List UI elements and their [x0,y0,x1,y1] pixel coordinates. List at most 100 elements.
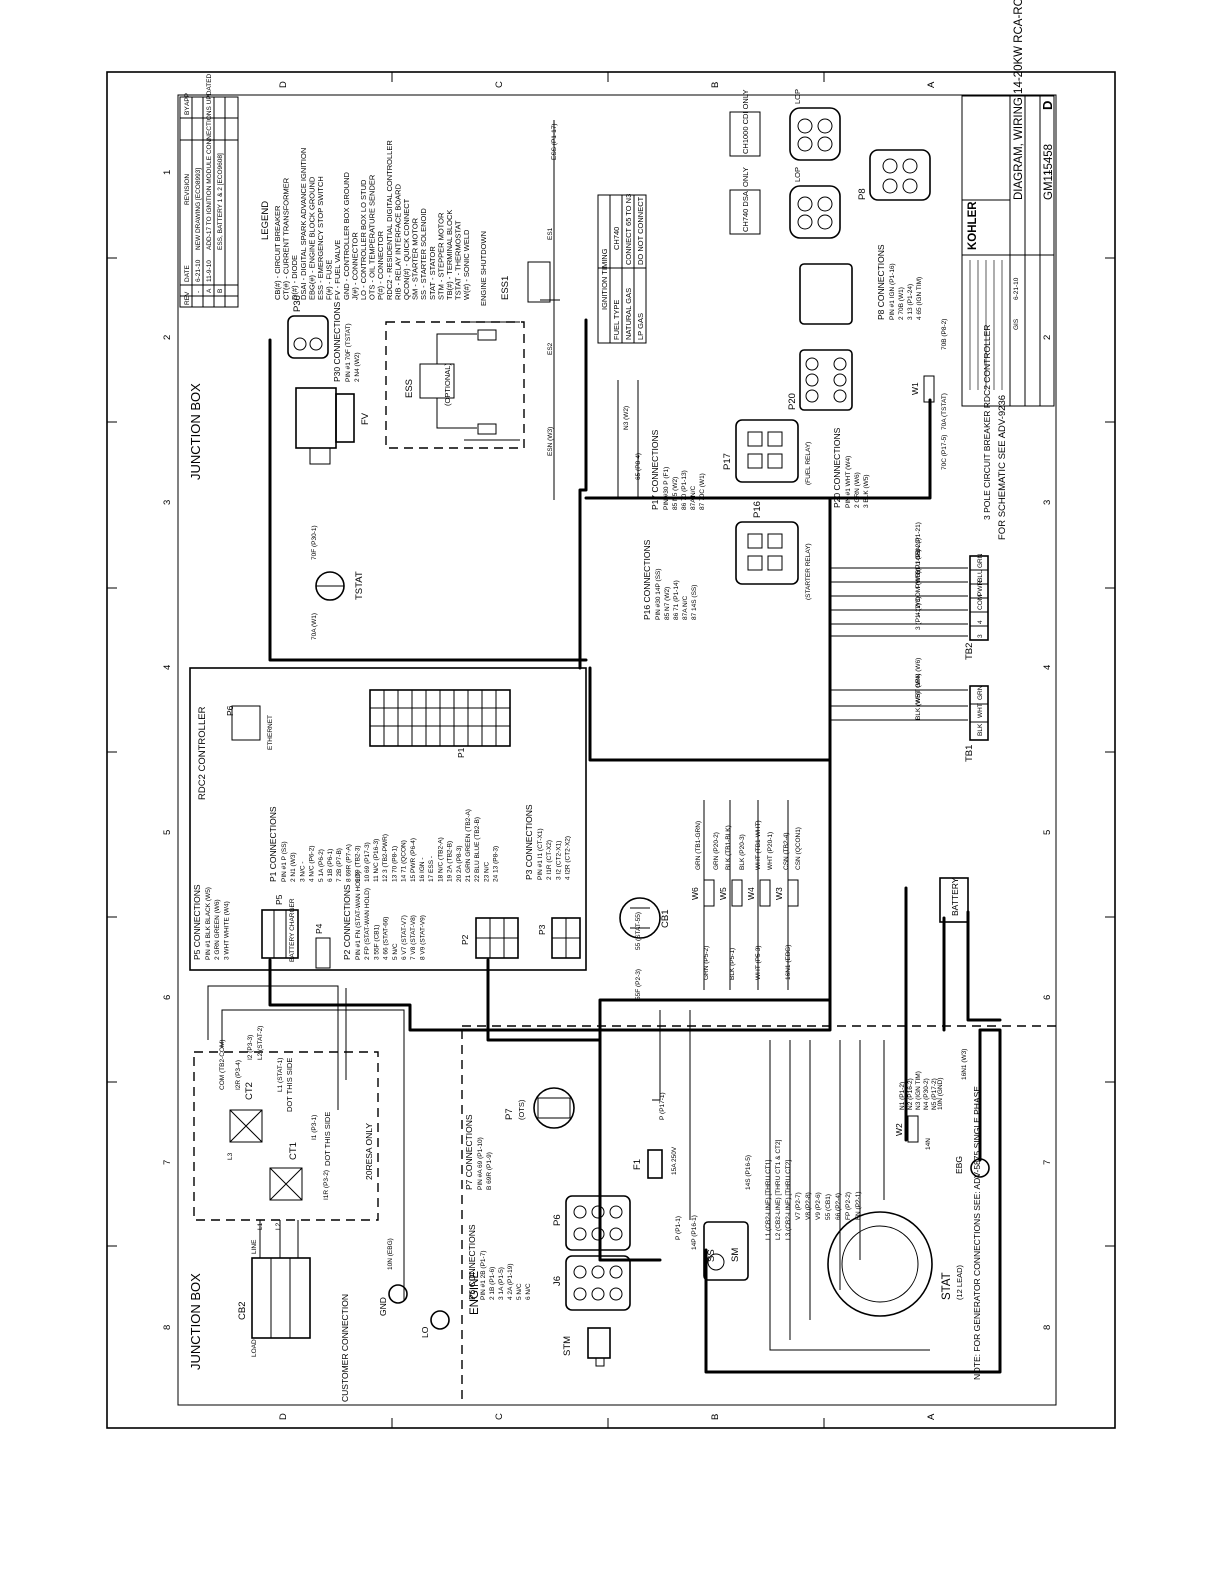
zone-number: 8 [1042,1325,1053,1330]
legend-item: FV - FUEL VALVE [333,240,342,300]
wire-label: I2R (P3-4) [235,1060,242,1090]
p1-connection-row: 19 2A (TB2-B) [447,841,454,882]
stat-lead-label: FP (P2-2) [845,1192,852,1220]
cb2-breaker: CB2 LOAD LINE [237,1239,311,1357]
p16-connection-row: PIN #30 14P (SS) [655,568,662,620]
p20-connections-title: P20 CONNECTIONS [832,427,842,508]
revision-header: REVISION [184,174,191,205]
tb1-terminal: BLK [977,723,984,736]
ch1000-label: CH1000 CDI ONLY [741,90,750,154]
tb2-wire-label: 3 (P1-12) [915,603,922,630]
stat-lead-label: FN (P2-1) [855,1191,862,1220]
tb2-terminal: 3 [977,634,984,638]
p16-connection-row: 87A N/C [682,595,689,620]
p6-conn-label: P6 [552,1214,563,1226]
wire-label: COM (TB2-COM) [219,1039,226,1090]
ess-label: ESS [404,379,415,398]
p16-connection-row: 86 71 (P1-14) [673,580,680,620]
stat-sub-label: (12 LEAD) [955,1264,964,1300]
ignition-cell: NATURAL GAS [624,288,633,340]
f1-label: F1 [632,1159,643,1170]
cb1-label: CB1 [660,910,671,928]
p7-connections-title: P7 CONNECTIONS [464,1114,474,1190]
p17-connection-row: 85 N5 (W2) [672,477,679,510]
p2-connection-row: 3 55F (CB1) [373,925,380,960]
ss-label: SS [706,1249,717,1262]
zone-letter: C [494,81,505,88]
ess1-label: ESS1 [500,276,511,300]
legend-item: LO - CONTROLLER BOX LO STUD [359,179,368,300]
p8-connection-row: PIN #1 IGN (P1-16) [889,263,896,320]
p6-connections-title: P6 CONNECTIONS [467,1224,477,1300]
p3-connections-title: P3 CONNECTIONS [524,804,534,880]
p1-connection-row: 6 1B (P6-1) [327,849,334,882]
ebg-label: EBG [954,1156,964,1174]
legend-item: STAT - STATOR [428,246,437,300]
j6-label: J6 [552,1276,563,1286]
p5-header [261,909,299,959]
p1-connection-row: 14 71 (QCON) [401,840,408,882]
p3-connection-row: 2 I1R (CT-X2) [546,840,553,880]
wire-label: GRN (P20-2) [713,832,720,870]
dot-this-side-1: DOT THIS SIDE [285,1058,294,1112]
wire-label: L2 [275,1222,282,1230]
ignition-timing-table: IGNITION TIMING FUEL TYPE CH740 NATURAL … [597,194,647,344]
p7-label: P7 [504,1108,515,1120]
ess-optional-label: (OPTIONAL) [443,363,452,406]
fuse-f1: F1 15A 250V [632,1146,678,1179]
wire-label: CSN (TB2-4) [783,832,790,870]
p2-connection-row: PIN #1 FN (STAT-WAN HOLD) [355,871,362,960]
p3-connection-row: PIN #1 I1 (CT-X1) [537,828,544,880]
p8-connection-row: 4 65 (IGN TIM) [916,277,923,320]
lop-connectors: LOP LOP CH740 DSAI ONLY CH1000 CDI ONLY [729,89,841,239]
p6-connection-row: 3 1A (P1-5) [498,1267,505,1300]
wire-label: P (P17-1) [659,1092,666,1120]
wire-label: WHT (TB1-WHT) [755,820,762,870]
legend-item: TSTAT - THERMOSTAT [454,220,463,300]
tb2-label: TB2 [964,643,975,660]
p1-connection-row: 5 1A (P6-2) [318,849,325,882]
p17-relay: P17 (FUEL RELAY) [722,419,812,485]
tb2-wire-label: PWR (P1-15) [915,549,922,588]
w2-wire-label: N5 (P17-2) [931,1078,938,1110]
p2-label: P2 [460,934,470,945]
revision-cell: ESS, BATTERY 1 & 2 [ECO9608] [217,153,224,250]
line-label: LINE [251,1239,258,1254]
p2-connection-row: 4 66 (STAT-66) [383,917,390,960]
zone-number: 1 [1042,170,1053,175]
ch740-label: CH740 DSAI ONLY [741,167,750,232]
wire-label: 70B (P8-2) [941,319,948,350]
p5-label: P5 [274,894,284,905]
p1-connection-row: 23 N/C [483,861,490,882]
p4-header [315,937,331,969]
starter-relay-label: (STARTER RELAY) [805,543,812,600]
p1-connection-row: PIN #1 P (SS) [281,841,288,882]
wire-label: 70C (P17-5) [941,435,948,470]
company-logo: KOHLER [967,201,979,250]
p20-connection-row: PIN #1 WHT (W4) [845,456,852,508]
p8-connection-row: 2 70B (W1) [898,287,905,320]
p5-connection-row: 2 GRN GREEN (W6) [214,899,221,960]
tb2-wire-label: GRN (P1-21) [915,522,922,560]
tb2-terminal: GRN [977,553,984,568]
p6-connection-row: 5 N/C [516,1283,523,1300]
wire-label: GRN (P5-2) [703,946,710,980]
drawing-title: DIAGRAM, WIRING 14-20KW RCA-RCB [1013,0,1025,200]
tb2-wire-label: COM (W3) [915,571,922,602]
p16-relay: P16 (STARTER RELAY) [735,501,812,600]
zone-number: 5 [162,830,173,835]
junction-box-title-top: JUNCTION BOX [188,383,203,480]
p30-connections-title: P30 CONNECTIONS [332,301,342,382]
revision-header: APP [184,93,191,106]
title-block: KOHLER DIAGRAM, WIRING 14-20KW RCA-RCB G… [961,0,1055,407]
zone-number: 6 [1042,995,1053,1000]
legend-item: W(#) - SONIC WELD [462,229,471,300]
wire-label: WHT (P20-1) [767,832,774,870]
p1-connection-row: 21 GRN GREEN (TB2-A) [465,809,472,882]
engine-title: ENGINE [469,1271,481,1315]
revision-header: DATE [184,264,191,282]
zone-number: 2 [1042,335,1053,340]
p1-connection-row: 10 69 (P17-3) [364,842,371,882]
